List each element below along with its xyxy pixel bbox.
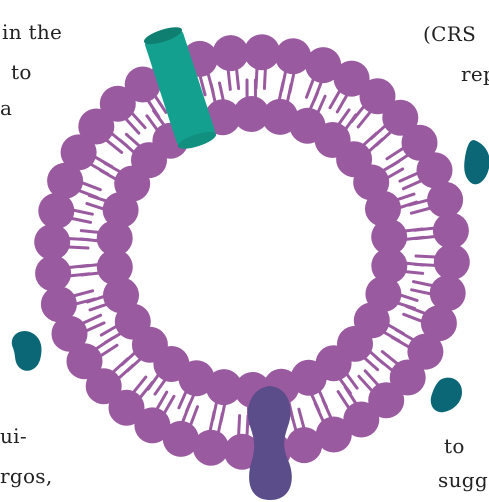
lipid-head (371, 219, 407, 255)
text-fragment-sugg: sugg (438, 468, 488, 492)
lipid-head (41, 286, 77, 322)
lipid-head (434, 244, 470, 280)
text-fragment-rep: rep (461, 62, 489, 86)
receptor-protein-right-lower (431, 378, 462, 413)
receptor-protein-left (12, 331, 42, 371)
lipid-head (427, 182, 463, 218)
lipid-head (35, 255, 71, 291)
lipid-head (213, 35, 249, 71)
text-fragment-a: a (0, 96, 12, 120)
lipid-head (244, 34, 280, 70)
lipid-head (34, 224, 70, 260)
lipid-head (433, 213, 469, 249)
text-fragment-rgos: rgos, (0, 464, 53, 488)
text-fragment-crs: (CRS (423, 22, 476, 46)
receptor-protein-right-upper (464, 140, 489, 184)
text-fragment-in-the: in the (2, 20, 62, 44)
lipid-head (286, 427, 322, 463)
text-fragment-hyphen: ui- (0, 424, 27, 448)
text-fragment-to-left: to (11, 60, 32, 84)
text-fragment-to-right: to (444, 434, 465, 458)
